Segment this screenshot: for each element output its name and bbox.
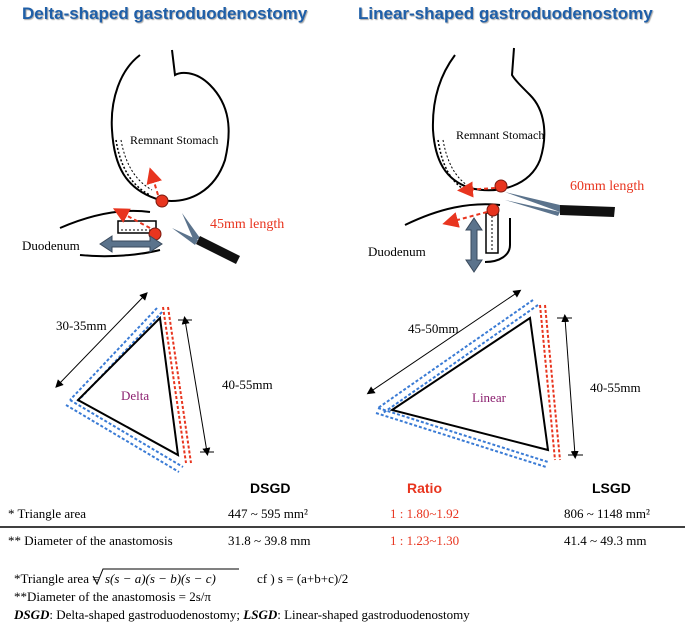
delta-dim-a bbox=[55, 292, 148, 388]
row-dsgd-value: 31.8 ~ 39.8 mm bbox=[228, 533, 311, 548]
delta-triangle bbox=[55, 292, 214, 473]
right-stapler bbox=[505, 192, 615, 217]
right-stomach-outline bbox=[431, 47, 546, 192]
abbr-lsgd-text: : Linear-shaped gastroduodenostomy bbox=[277, 607, 470, 622]
col-header-ratio: Ratio bbox=[407, 480, 442, 496]
row-ratio-value: 1 : 1.80~1.92 bbox=[390, 506, 460, 521]
left-duodenum-bottom bbox=[79, 249, 161, 258]
col-header-dsgd: DSGD bbox=[250, 480, 291, 496]
right-anatomy bbox=[404, 47, 615, 273]
left-red-arrow-up bbox=[146, 167, 162, 196]
linear-dim-a bbox=[366, 289, 522, 395]
row-lsgd-value: 41.4 ~ 49.3 mm bbox=[564, 533, 647, 548]
left-stapler bbox=[172, 213, 240, 264]
left-red-arrow-left bbox=[112, 208, 151, 229]
right-gray-double-arrow bbox=[465, 217, 483, 273]
left-anatomy bbox=[59, 49, 240, 264]
delta-name-label: Delta bbox=[121, 388, 150, 403]
left-stomach-staple-line-2 bbox=[120, 139, 153, 191]
footnote-area-formula: s(s − a)(s − b)(s − c) bbox=[105, 571, 216, 586]
linear-side-a-label: 45-50mm bbox=[408, 321, 459, 336]
delta-side-b-label: 40-55mm bbox=[222, 377, 273, 392]
heading-delta: Delta-shaped gastroduodenostomy bbox=[22, 4, 308, 23]
sqrt-symbol bbox=[92, 568, 239, 586]
linear-triangle-outline bbox=[389, 316, 550, 452]
linear-triangle bbox=[366, 289, 583, 468]
right-red-arrow-bottom bbox=[442, 211, 488, 228]
row-label: ** Diameter of the anastomosis bbox=[8, 533, 173, 548]
row-label: * Triangle area bbox=[8, 506, 86, 521]
left-gray-double-arrow bbox=[99, 235, 163, 253]
delta-dim-b bbox=[181, 316, 211, 456]
left-stapler-length: 45mm length bbox=[210, 217, 285, 232]
right-stomach-label: Remnant Stomach bbox=[456, 128, 545, 142]
right-stapler-length: 60mm length bbox=[570, 179, 645, 194]
right-duodenum-bottom bbox=[484, 218, 511, 263]
left-stomach-outline bbox=[110, 49, 230, 202]
row-lsgd-value: 806 ~ 1148 mm² bbox=[564, 506, 650, 521]
abbr-dsgd-text: : Delta-shaped gastroduodenostomy; bbox=[49, 607, 244, 622]
right-duodenum-label: Duodenum bbox=[368, 244, 426, 259]
footnote-area-cf: cf ) s = (a+b+c)/2 bbox=[257, 571, 349, 586]
heading-linear: Linear-shaped gastroduodenostomy bbox=[358, 4, 653, 23]
left-duodenum-top bbox=[59, 209, 151, 229]
linear-side-b-label: 40-55mm bbox=[590, 380, 641, 395]
right-anastomosis-dot-lower bbox=[486, 203, 500, 217]
col-header-lsgd: LSGD bbox=[592, 480, 631, 496]
row-ratio-value: 1 : 1.23~1.30 bbox=[390, 533, 460, 548]
right-anastomosis-dot-upper bbox=[494, 179, 508, 193]
footnote-area-prefix: *Triangle area = bbox=[14, 571, 100, 586]
footnote-diameter: **Diameter of the anastomosis = 2s/π bbox=[14, 589, 211, 604]
left-duodenum-label: Duodenum bbox=[22, 238, 80, 253]
footnote-abbreviations: DSGD: Delta-shaped gastroduodenostomy; L… bbox=[14, 607, 470, 623]
left-anastomosis-dot-upper bbox=[155, 194, 169, 208]
abbr-lsgd: LSGD bbox=[243, 607, 278, 622]
left-stomach-staple-line bbox=[115, 139, 151, 196]
left-stomach-label: Remnant Stomach bbox=[130, 133, 219, 147]
right-red-arrow-top bbox=[457, 181, 496, 198]
abbr-dsgd: DSGD bbox=[14, 607, 50, 622]
linear-name-label: Linear bbox=[472, 390, 506, 405]
delta-side-a-label: 30-35mm bbox=[56, 318, 107, 333]
linear-dim-b bbox=[561, 314, 579, 459]
row-dsgd-value: 447 ~ 595 mm² bbox=[228, 506, 308, 521]
